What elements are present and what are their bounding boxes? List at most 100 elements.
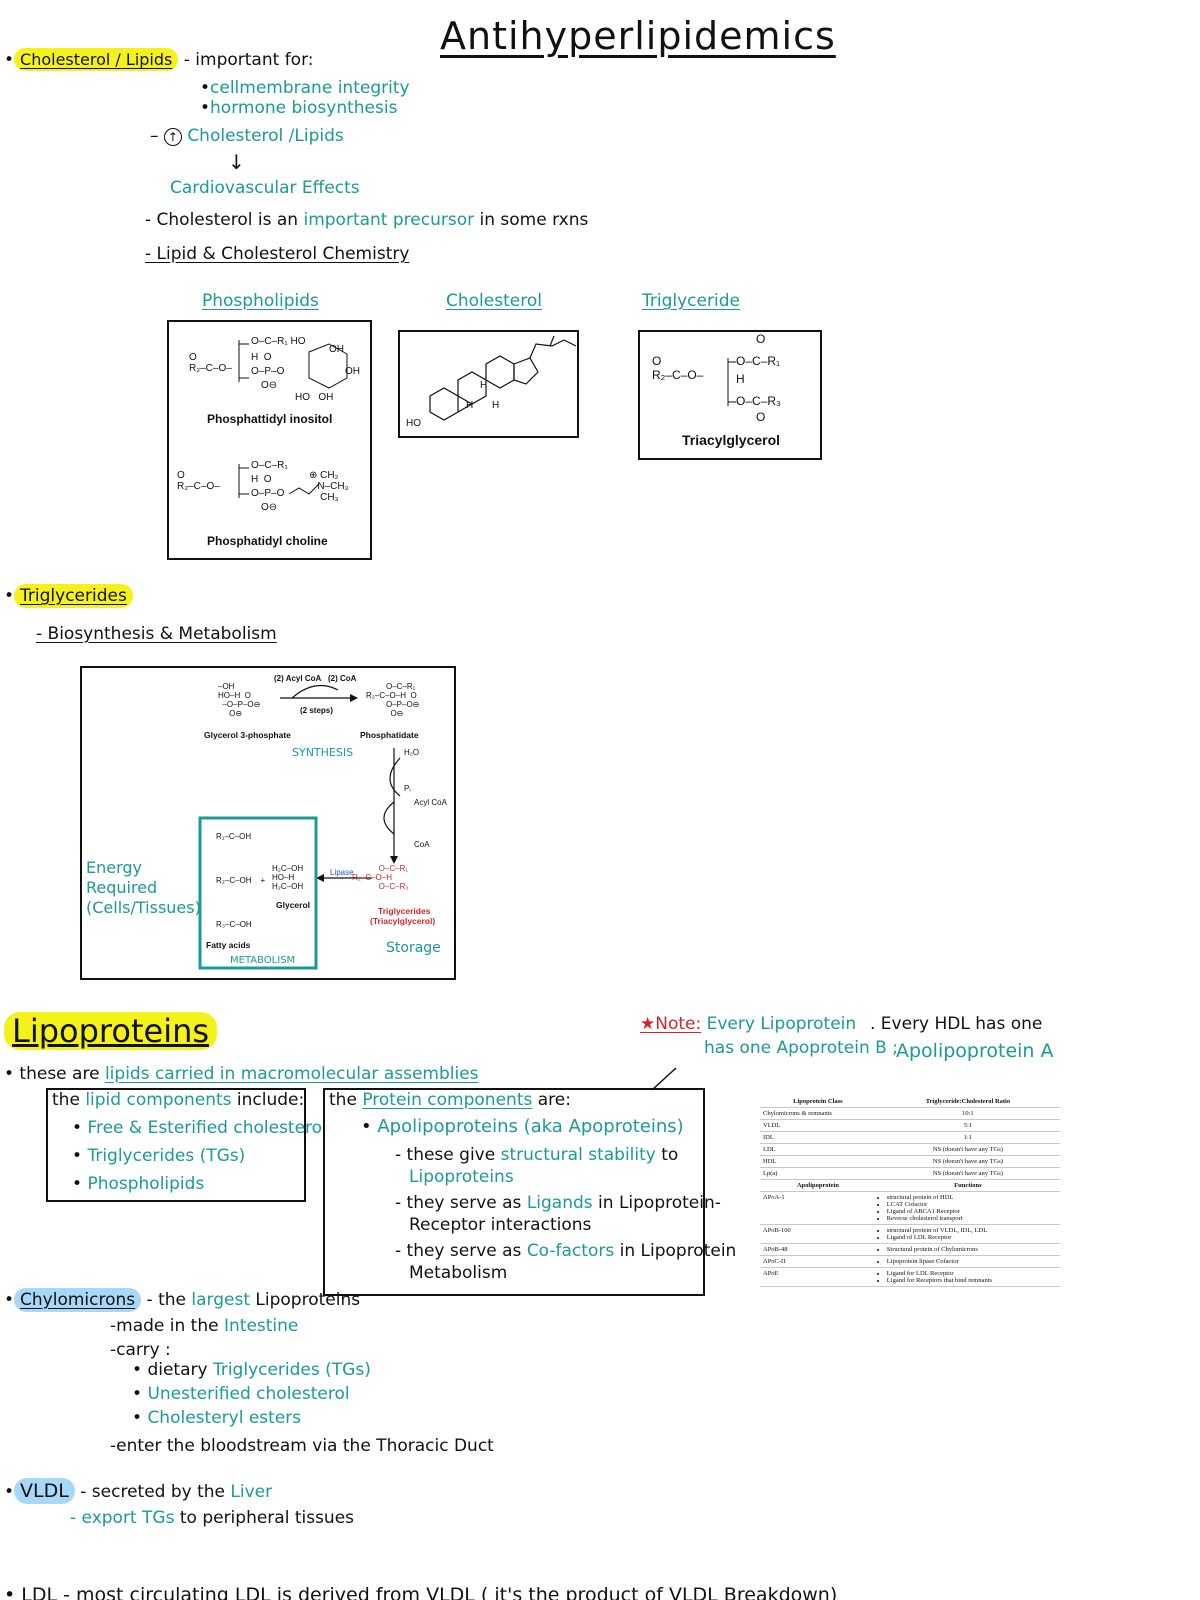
- text: include:: [236, 1090, 305, 1110]
- note-line-2: has one Apoprotein B ;: [704, 1038, 898, 1058]
- table-cell: NS (doesn't have any TGs): [875, 1167, 1060, 1180]
- text: Protein components: [362, 1090, 533, 1110]
- text: Intestine: [223, 1316, 299, 1336]
- table-cell: 1:1: [875, 1131, 1060, 1144]
- table-cell: APoB-48: [760, 1243, 876, 1256]
- storage-label: Storage: [386, 940, 441, 956]
- phospholipids-label: Phospholipids: [202, 291, 319, 311]
- note-line-4: Apolipoprotein A: [896, 1040, 1054, 1062]
- chylo-line-2: -made in the Intestine: [110, 1316, 298, 1336]
- acyl-coa-label: Acyl CoA: [414, 798, 447, 807]
- lipid-component-item: • Free & Esterified cholesterol: [72, 1118, 327, 1138]
- text: to peripheral tissues: [179, 1508, 355, 1528]
- chylo-line-3: -carry :: [110, 1340, 171, 1360]
- table-cell: HDL: [760, 1155, 876, 1168]
- lipid-components-box: the lipid components include: • Free & E…: [46, 1088, 327, 1202]
- text: Ligands: [526, 1193, 593, 1213]
- table-cell: NS (doesn't have any TGs): [875, 1155, 1060, 1168]
- down-arrow-icon: ↓: [228, 150, 245, 174]
- text: Triglycerides (TGs): [87, 1146, 246, 1166]
- function-item: Ligand of LDL Receptor: [887, 1234, 1057, 1241]
- metabolism-arrows-svg: [198, 684, 401, 970]
- table-row: Lp(a)NS (doesn't have any TGs): [760, 1167, 1060, 1180]
- bullet-text: cellmembrane integrity: [210, 78, 410, 98]
- function-item: Structural protein of Chylomicrons: [887, 1246, 1057, 1253]
- text: • these are: [4, 1064, 100, 1084]
- cholesterol-label: Cholesterol: [446, 291, 542, 311]
- function-item: structural protein of HDL: [887, 1194, 1057, 1201]
- important-for-text: - important for:: [183, 50, 314, 70]
- function-item: Ligand for Receptors that bind remnants: [887, 1277, 1057, 1284]
- chylo-carry-2: • Unesterified cholesterol: [132, 1384, 350, 1404]
- phosphatidate-label: Phosphatidate: [360, 730, 419, 740]
- table-cell: APoA-1: [760, 1191, 876, 1225]
- table-cell: APoE: [760, 1267, 876, 1287]
- precursor-line: - Cholesterol is an important precursor …: [145, 210, 588, 230]
- glycerol-3-phosphate-label: Glycerol 3-phosphate: [204, 730, 291, 740]
- text: Triglycerides (TGs): [212, 1360, 371, 1380]
- up-arrow-circle-icon: ↑: [163, 128, 182, 146]
- page-title: Antihyperlipidemics: [440, 14, 836, 58]
- text: Free & Esterified cholesterol: [87, 1118, 327, 1138]
- bullet-hormone: •hormone biosynthesis: [200, 98, 398, 118]
- protein-components-box: the Protein components are: • Apolipopro…: [323, 1088, 736, 1296]
- table-header: Apolipoprotein: [760, 1179, 876, 1192]
- fatty-acids-label: Fatty acids: [206, 940, 251, 950]
- text: - secreted by the: [80, 1482, 225, 1502]
- function-item: LCAT Cofactor: [887, 1201, 1057, 1208]
- table-cell: APoC-II: [760, 1255, 876, 1268]
- table-row: APoE Ligand for LDL ReceptorLigand for R…: [760, 1267, 1060, 1287]
- triglyceride-structure-svg: [727, 358, 736, 406]
- glycerol-label: Glycerol: [276, 900, 311, 910]
- text: Receptor interactions: [409, 1215, 592, 1235]
- energy-required-note: Energy Required (Cells/Tissues): [86, 858, 201, 917]
- vldl-line-1: •VLDL - secreted by the Liver: [4, 1478, 273, 1504]
- vldl-heading: VLDL: [14, 1478, 75, 1504]
- text: Metabolism: [409, 1263, 508, 1283]
- lipase-label: Lipase: [330, 868, 354, 877]
- text: in some rxns: [479, 210, 589, 230]
- biosynthesis-metabolism-heading: - Biosynthesis & Metabolism: [36, 624, 277, 644]
- connector-line: [651, 1067, 677, 1091]
- protein-box-title: the Protein components are:: [329, 1090, 571, 1110]
- text: - export TGs: [70, 1508, 175, 1528]
- lipid-component-item: • Triglycerides (TGs): [72, 1146, 246, 1166]
- text: Phospholipids: [87, 1174, 205, 1194]
- chylomicrons-heading: Chylomicrons: [14, 1288, 142, 1312]
- increased-cholesterol-line: – ↑ Cholesterol /Lipids: [150, 126, 344, 146]
- note-line-3: . Every HDL has one: [870, 1014, 1043, 1034]
- text: - Cholesterol is an: [145, 210, 299, 230]
- text: structural stability: [500, 1145, 656, 1165]
- text: Lipoproteins: [255, 1290, 361, 1310]
- apo-item-1: - these give structural stability to Lip…: [395, 1144, 678, 1188]
- bullet-cell-membrane: •cellmembrane integrity: [200, 78, 410, 98]
- apo-item-3: - they serve as Co-factors in Lipoprotei…: [395, 1240, 736, 1284]
- text: to: [661, 1145, 679, 1165]
- triacylglycerol-label: (Triacylglycerol): [370, 916, 436, 926]
- pi-label: Pᵢ: [404, 784, 411, 793]
- table-cell: NS (doesn't have any TGs): [875, 1143, 1060, 1156]
- table-cell: LDL: [760, 1143, 876, 1156]
- text: Co-factors: [526, 1241, 615, 1261]
- text: Unesterified cholesterol: [147, 1384, 350, 1404]
- text: Apolipoproteins (aka Apoproteins): [377, 1116, 684, 1137]
- text: - the: [146, 1290, 186, 1310]
- bullet-text: hormone biosynthesis: [210, 98, 398, 118]
- chylo-carry-1: • dietary Triglycerides (TGs): [132, 1360, 371, 1380]
- lipoproteins-heading: Lipoproteins: [4, 1012, 218, 1050]
- text: Liver: [230, 1482, 273, 1502]
- cardiovascular-effects: Cardiovascular Effects: [170, 178, 360, 198]
- note-text: Every Lipoprotein: [706, 1014, 857, 1034]
- text: - they serve as: [395, 1193, 522, 1213]
- triacylglycerol-caption: Triacylglycerol: [682, 432, 781, 448]
- cholesterol-lipids-heading: Cholesterol / Lipids: [14, 48, 179, 71]
- vldl-line-2: - export TGs to peripheral tissues: [70, 1508, 354, 1528]
- cholesterol-structure-box: HO H H H: [398, 330, 579, 438]
- function-item: structural protein of VLDL, IDL, LDL: [887, 1227, 1057, 1234]
- function-item: Ligand of ABCA1 Receptor: [887, 1208, 1057, 1215]
- text: lipid components: [85, 1090, 232, 1110]
